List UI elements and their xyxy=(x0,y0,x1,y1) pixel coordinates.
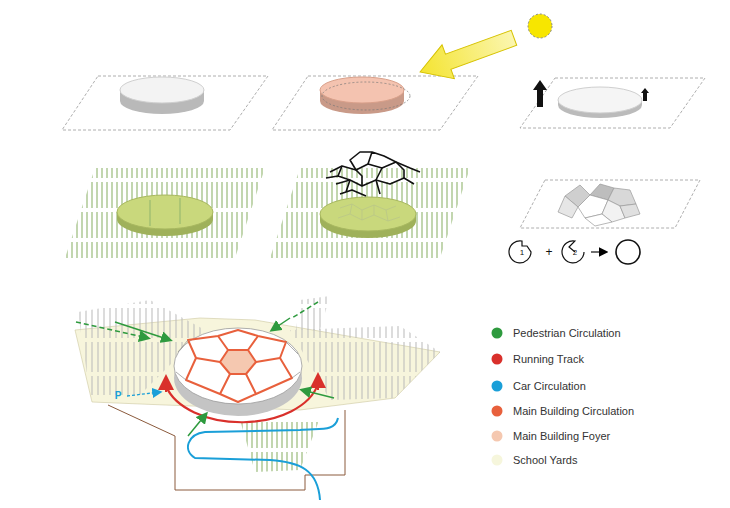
legend-swatch xyxy=(492,455,503,466)
legend-text: Running Track xyxy=(513,354,584,365)
legend-text: School Yards xyxy=(513,455,577,466)
legend-swatch xyxy=(492,431,503,442)
formula-number: 1 xyxy=(520,249,524,257)
formula-operator: + xyxy=(545,246,552,258)
legend-swatch xyxy=(492,406,503,417)
legend-text: Pedestrian Circulation xyxy=(513,328,621,339)
legend-swatch xyxy=(492,328,503,339)
legend-text: Main Building Foyer xyxy=(513,431,610,442)
legend-swatch xyxy=(492,381,503,392)
legend-text: Car Circulation xyxy=(513,381,586,392)
formula-number: 2 xyxy=(573,249,577,257)
legend-swatch xyxy=(492,354,503,365)
parking-label: P xyxy=(115,391,122,401)
legend-text: Main Building Circulation xyxy=(513,406,634,417)
